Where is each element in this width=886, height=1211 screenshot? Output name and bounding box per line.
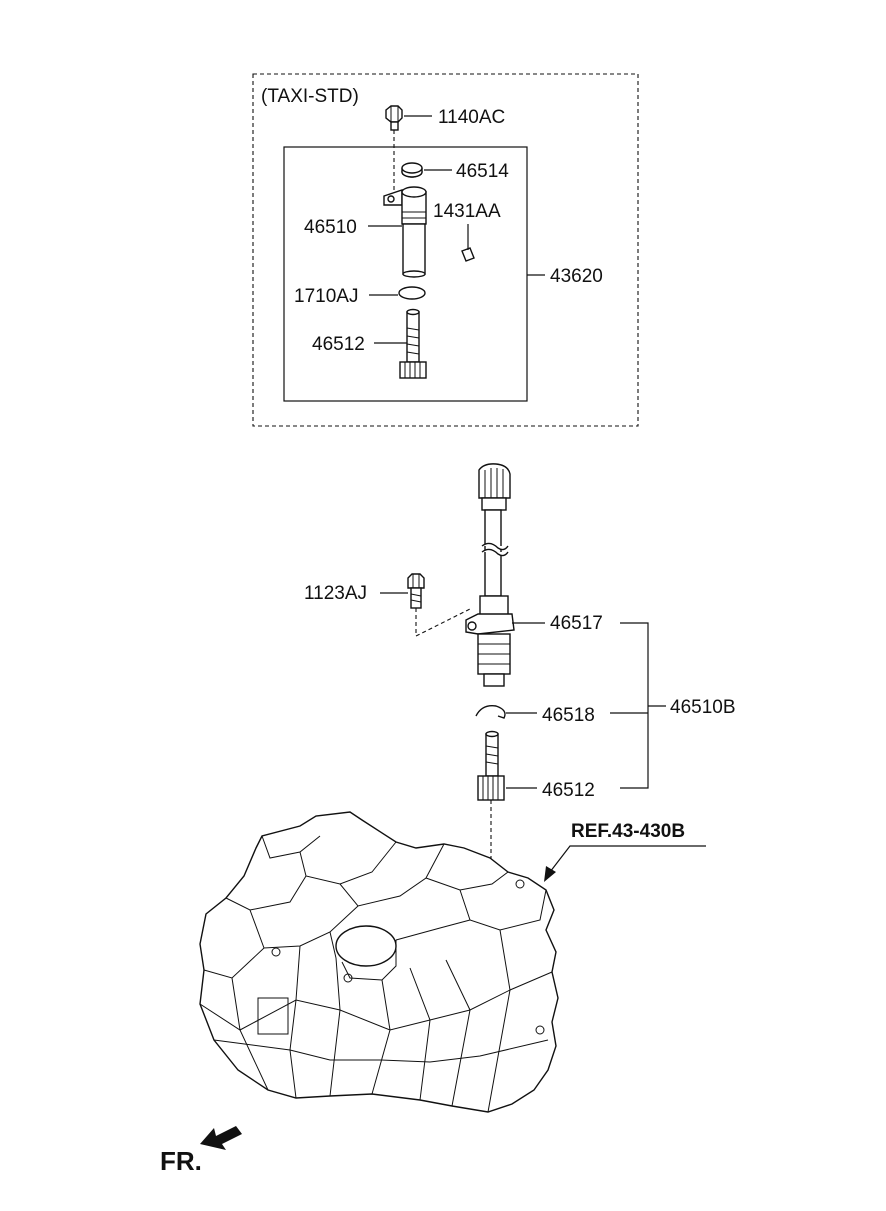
taxi-std-dashed-box	[252, 73, 639, 427]
cap-46514-icon	[401, 162, 423, 178]
label-46514: 46514	[456, 161, 509, 182]
label-46512-top: 46512	[312, 334, 365, 355]
label-46517: 46517	[550, 613, 603, 634]
assembly-43620-box	[283, 146, 528, 402]
transmission-housing	[199, 811, 559, 1113]
label-46512-bottom: 46512	[542, 780, 595, 801]
o-ring-1710AJ-icon	[398, 286, 426, 300]
gear-shaft-46512-bottom-icon	[477, 730, 505, 801]
label-1710AJ: 1710AJ	[294, 286, 358, 307]
front-arrow-icon	[200, 1126, 242, 1150]
bracket-46510B	[620, 622, 649, 789]
label-46510B: 46510B	[670, 697, 736, 718]
label-1140AC: 1140AC	[438, 107, 505, 128]
speed-sensor-46517-icon	[465, 463, 515, 687]
front-orientation-label: FR.	[160, 1146, 202, 1176]
label-1431AA: 1431AA	[433, 201, 501, 222]
gear-shaft-46512-top-icon	[399, 308, 427, 379]
reference-arrow-icon	[544, 866, 556, 882]
label-43620: 43620	[550, 266, 603, 287]
bolt-1123AJ-icon	[407, 573, 425, 609]
label-1123AJ: 1123AJ	[304, 583, 367, 604]
label-46518: 46518	[542, 705, 595, 726]
clip-46518-icon	[475, 705, 506, 719]
bolt-1140AC-icon	[385, 105, 403, 131]
pin-1431AA-icon	[461, 247, 475, 262]
reference-label: REF.43-430B	[571, 821, 685, 842]
taxi-std-label: (TAXI-STD)	[261, 86, 359, 107]
label-46510: 46510	[304, 217, 357, 238]
sleeve-46510-icon	[383, 186, 427, 278]
